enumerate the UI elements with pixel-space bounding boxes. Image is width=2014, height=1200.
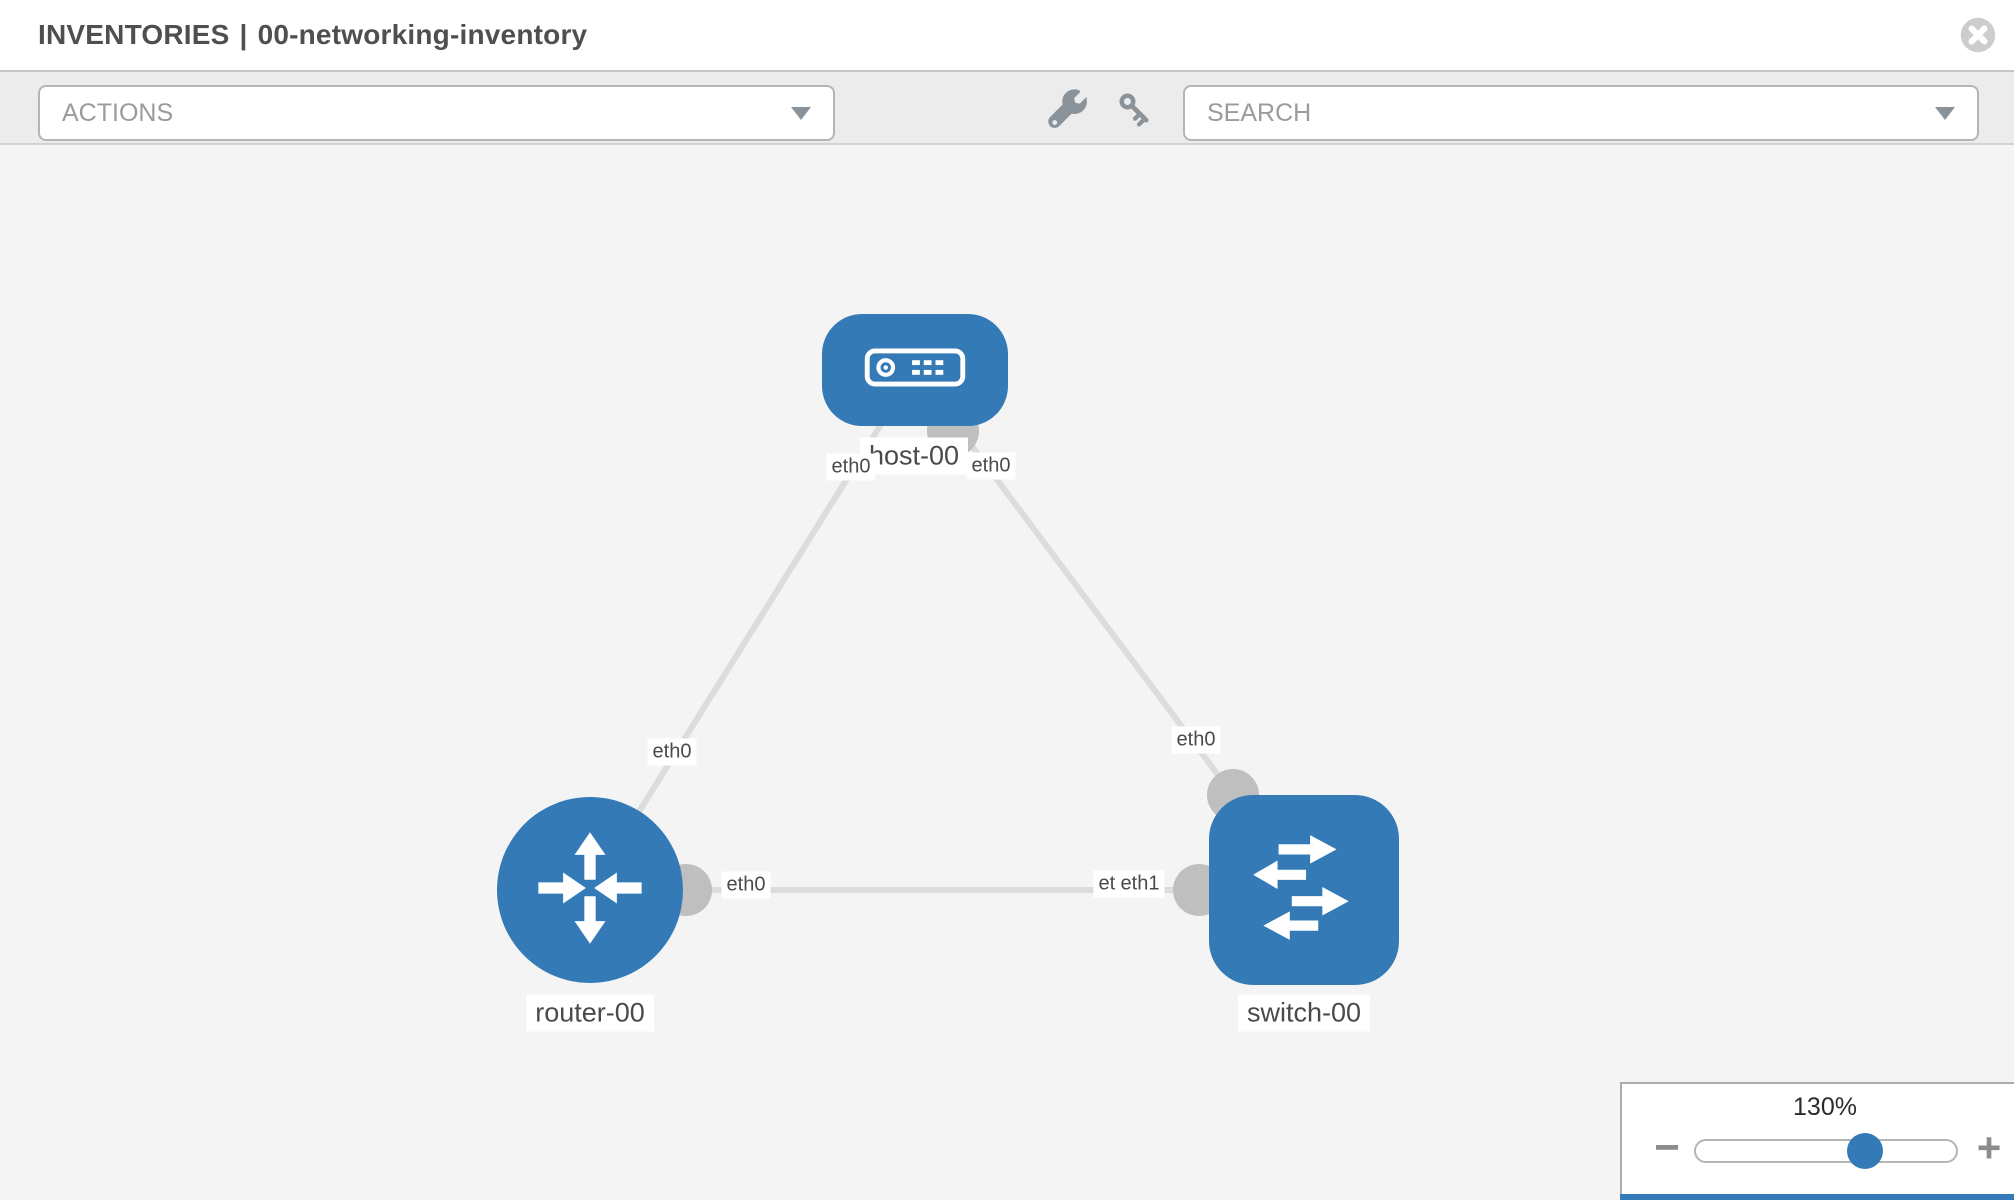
key-icon [1115,89,1155,134]
chevron-down-icon [791,106,811,120]
toolbar: ACTIONS SEARCH [0,70,2014,145]
close-button[interactable] [1958,15,1998,55]
topology-links-layer [587,368,1307,916]
page-header: INVENTORIES | 00-networking-inventory [0,0,2014,70]
actions-dropdown[interactable]: ACTIONS [38,85,835,141]
page-title: INVENTORIES | 00-networking-inventory [38,0,587,70]
search-dropdown[interactable]: SEARCH [1183,85,1979,141]
tools-button[interactable] [1045,87,1091,135]
zoom-out-button[interactable]: − [1654,1123,1680,1172]
zoom-slider-thumb[interactable] [1847,1133,1883,1169]
zoom-control-panel: 130% − + [1620,1082,2014,1194]
node-router-00[interactable] [497,797,683,983]
title-separator: | [239,19,248,50]
zoom-slider-track[interactable] [1694,1133,1958,1169]
node-switch-00[interactable] [1209,795,1399,985]
chevron-down-icon [1935,106,1955,120]
search-dropdown-label: SEARCH [1207,98,1312,127]
actions-dropdown-label: ACTIONS [62,98,174,127]
node-host-00[interactable] [822,314,1008,426]
close-circle-icon [1958,17,1998,59]
credentials-button[interactable] [1112,87,1158,135]
page-title-section: INVENTORIES [38,19,230,50]
router-arrows-icon [528,826,652,955]
switch-arrows-icon [1243,827,1365,954]
wrench-icon [1047,88,1089,135]
zoom-in-button[interactable]: + [1976,1124,2002,1171]
bottom-accent-bar [1620,1194,2014,1200]
inventory-name: 00-networking-inventory [257,19,588,50]
server-icon [864,348,966,392]
zoom-percentage: 130% [1793,1093,1857,1121]
